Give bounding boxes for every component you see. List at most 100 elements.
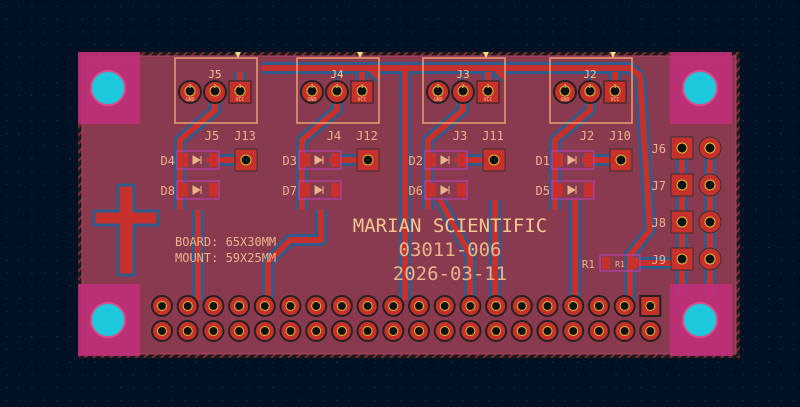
- header-ref: J9: [652, 253, 666, 267]
- header-pin-drill: [516, 301, 527, 311]
- test-point-j10[interactable]: [609, 148, 633, 172]
- pin-number: 3: [188, 84, 191, 90]
- header-pin-drill: [311, 326, 322, 336]
- diode-pad: [554, 153, 563, 167]
- diode-pad: [457, 153, 466, 167]
- diode-symbol-icon: [440, 185, 450, 195]
- diode-d8[interactable]: D8: [161, 180, 220, 200]
- pad-drill: [432, 85, 444, 97]
- diode-ref: D7: [283, 184, 297, 198]
- header-pin-drill: [439, 301, 450, 311]
- diode-symbol-icon: [567, 185, 577, 195]
- diode-pad: [331, 183, 340, 197]
- test-point-j11[interactable]: [482, 148, 506, 172]
- pad-drill: [609, 85, 621, 97]
- company-text: MARIAN SCIENTIFIC: [353, 215, 547, 237]
- diode-d6[interactable]: D6: [409, 180, 468, 200]
- pad-drill: [234, 85, 246, 97]
- diode-courtyard: [424, 150, 468, 170]
- pin-name: GND: [560, 97, 569, 103]
- trace: [262, 65, 642, 79]
- diode-pad: [584, 153, 593, 167]
- pad-drill: [457, 85, 469, 97]
- pin1-marker-icon: [483, 52, 489, 58]
- mount-size-text: MOUNT: 59X25MM: [175, 251, 276, 265]
- connector-outline: [296, 57, 380, 124]
- diode-courtyard: [176, 150, 220, 170]
- resistor-value: R1: [615, 260, 625, 269]
- cross-logo: [92, 183, 160, 277]
- pin-number: 1: [613, 84, 616, 90]
- trace: [437, 198, 473, 300]
- connector-sub-ref: J2: [580, 129, 594, 143]
- drill-hole: [682, 302, 718, 338]
- connector-ref: J5: [208, 68, 221, 81]
- pin-name: VCC: [357, 97, 366, 103]
- resistor-ref: R1: [582, 258, 595, 271]
- diode-d3[interactable]: D3: [283, 150, 342, 170]
- pin-number: 2: [213, 84, 216, 90]
- diode-pad: [209, 153, 218, 167]
- connector-ref: J4: [330, 68, 344, 81]
- header-pin-drill: [208, 326, 219, 336]
- test-point-j13[interactable]: [234, 148, 258, 172]
- header-pin-drill: [568, 326, 579, 336]
- mounting-hole: [670, 52, 732, 124]
- trace: [265, 210, 324, 300]
- pad-drill: [704, 253, 716, 265]
- pad-drill: [676, 253, 688, 265]
- header-pin-drill: [619, 301, 630, 311]
- header-pin-drill: [311, 301, 322, 311]
- resistor-pad: [630, 257, 638, 269]
- diode-pad: [427, 183, 436, 197]
- header-pin-drill: [336, 326, 347, 336]
- resistor-r1[interactable]: R1 R1: [582, 254, 641, 272]
- pin-number: 2: [461, 84, 464, 90]
- pad-drill: [482, 85, 494, 97]
- diode-d5[interactable]: D5: [536, 180, 595, 200]
- diode-pad: [457, 183, 466, 197]
- pin-number: 1: [486, 84, 489, 90]
- diode-pad: [554, 183, 563, 197]
- header-pin-drill: [542, 326, 553, 336]
- drill-hole: [682, 70, 718, 106]
- pad-drill: [704, 142, 716, 154]
- header-pin-drill: [362, 326, 373, 336]
- pad-drill: [704, 216, 716, 228]
- header-pin-drill: [491, 301, 502, 311]
- date-text: 2026-03-11: [393, 263, 507, 285]
- diode-pad: [179, 153, 188, 167]
- pin1-marker-icon: [357, 52, 363, 58]
- header-pin-drill: [157, 326, 167, 336]
- diode-ref: D3: [283, 154, 297, 168]
- diode-ref: D5: [536, 184, 550, 198]
- header-pin-drill: [465, 326, 476, 336]
- pin-number: 3: [310, 84, 313, 90]
- mounting-hole: [670, 284, 732, 356]
- diode-d2[interactable]: D2: [409, 150, 468, 170]
- diode-d1[interactable]: D1: [536, 150, 595, 170]
- connector-outline: [174, 57, 258, 124]
- diode-pad: [331, 153, 340, 167]
- header-pin-drill: [465, 301, 476, 311]
- diode-d7[interactable]: D7: [283, 180, 342, 200]
- connector-ref: J3: [456, 68, 469, 81]
- connector-sub-ref: J5: [205, 129, 219, 143]
- test-point-ref: J13: [234, 129, 256, 143]
- header-pin-drill: [593, 301, 604, 311]
- test-point-j12[interactable]: [356, 148, 380, 172]
- diode-pad: [179, 183, 188, 197]
- header-j7[interactable]: J7: [652, 173, 722, 197]
- header-pin-drill: [542, 301, 553, 311]
- diode-d4[interactable]: D4: [161, 150, 220, 170]
- header-j9[interactable]: J9: [652, 247, 722, 271]
- header-j6[interactable]: J6: [652, 136, 722, 160]
- test-drill: [488, 154, 500, 166]
- header-j8[interactable]: J8: [652, 210, 722, 234]
- pin-name: VCC: [235, 97, 244, 103]
